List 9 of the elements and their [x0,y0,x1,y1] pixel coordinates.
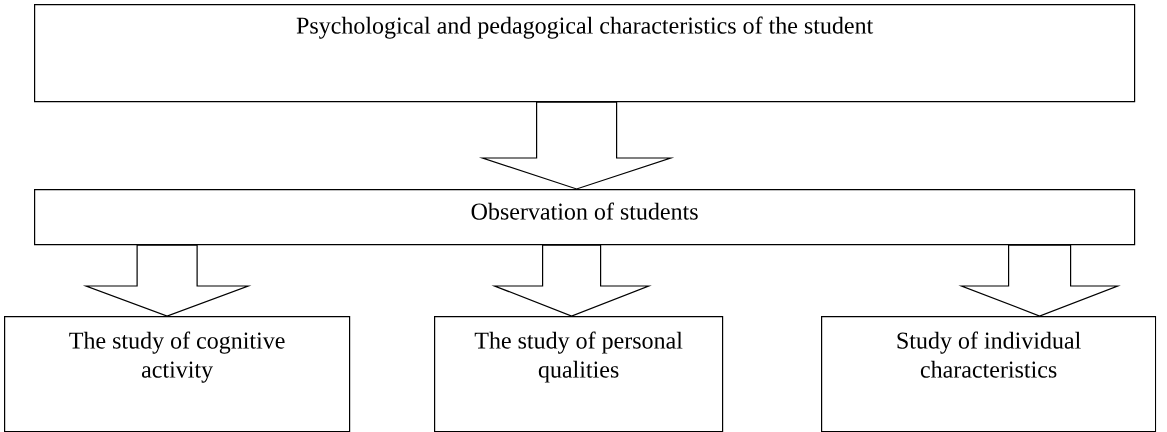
block-arrow [82,244,252,317]
block-arrow [478,101,675,190]
text-box: Psychological and pedagogical characteristics of the student [34,4,1136,103]
text-box: Study of individual characteristics [821,316,1157,432]
block-arrow [491,244,652,317]
text-box: The study of cognitive activity [4,316,351,432]
text-box: The study of personal qualities [434,316,724,432]
block-arrow [958,244,1121,317]
text-box: Observation of students [34,189,1136,246]
